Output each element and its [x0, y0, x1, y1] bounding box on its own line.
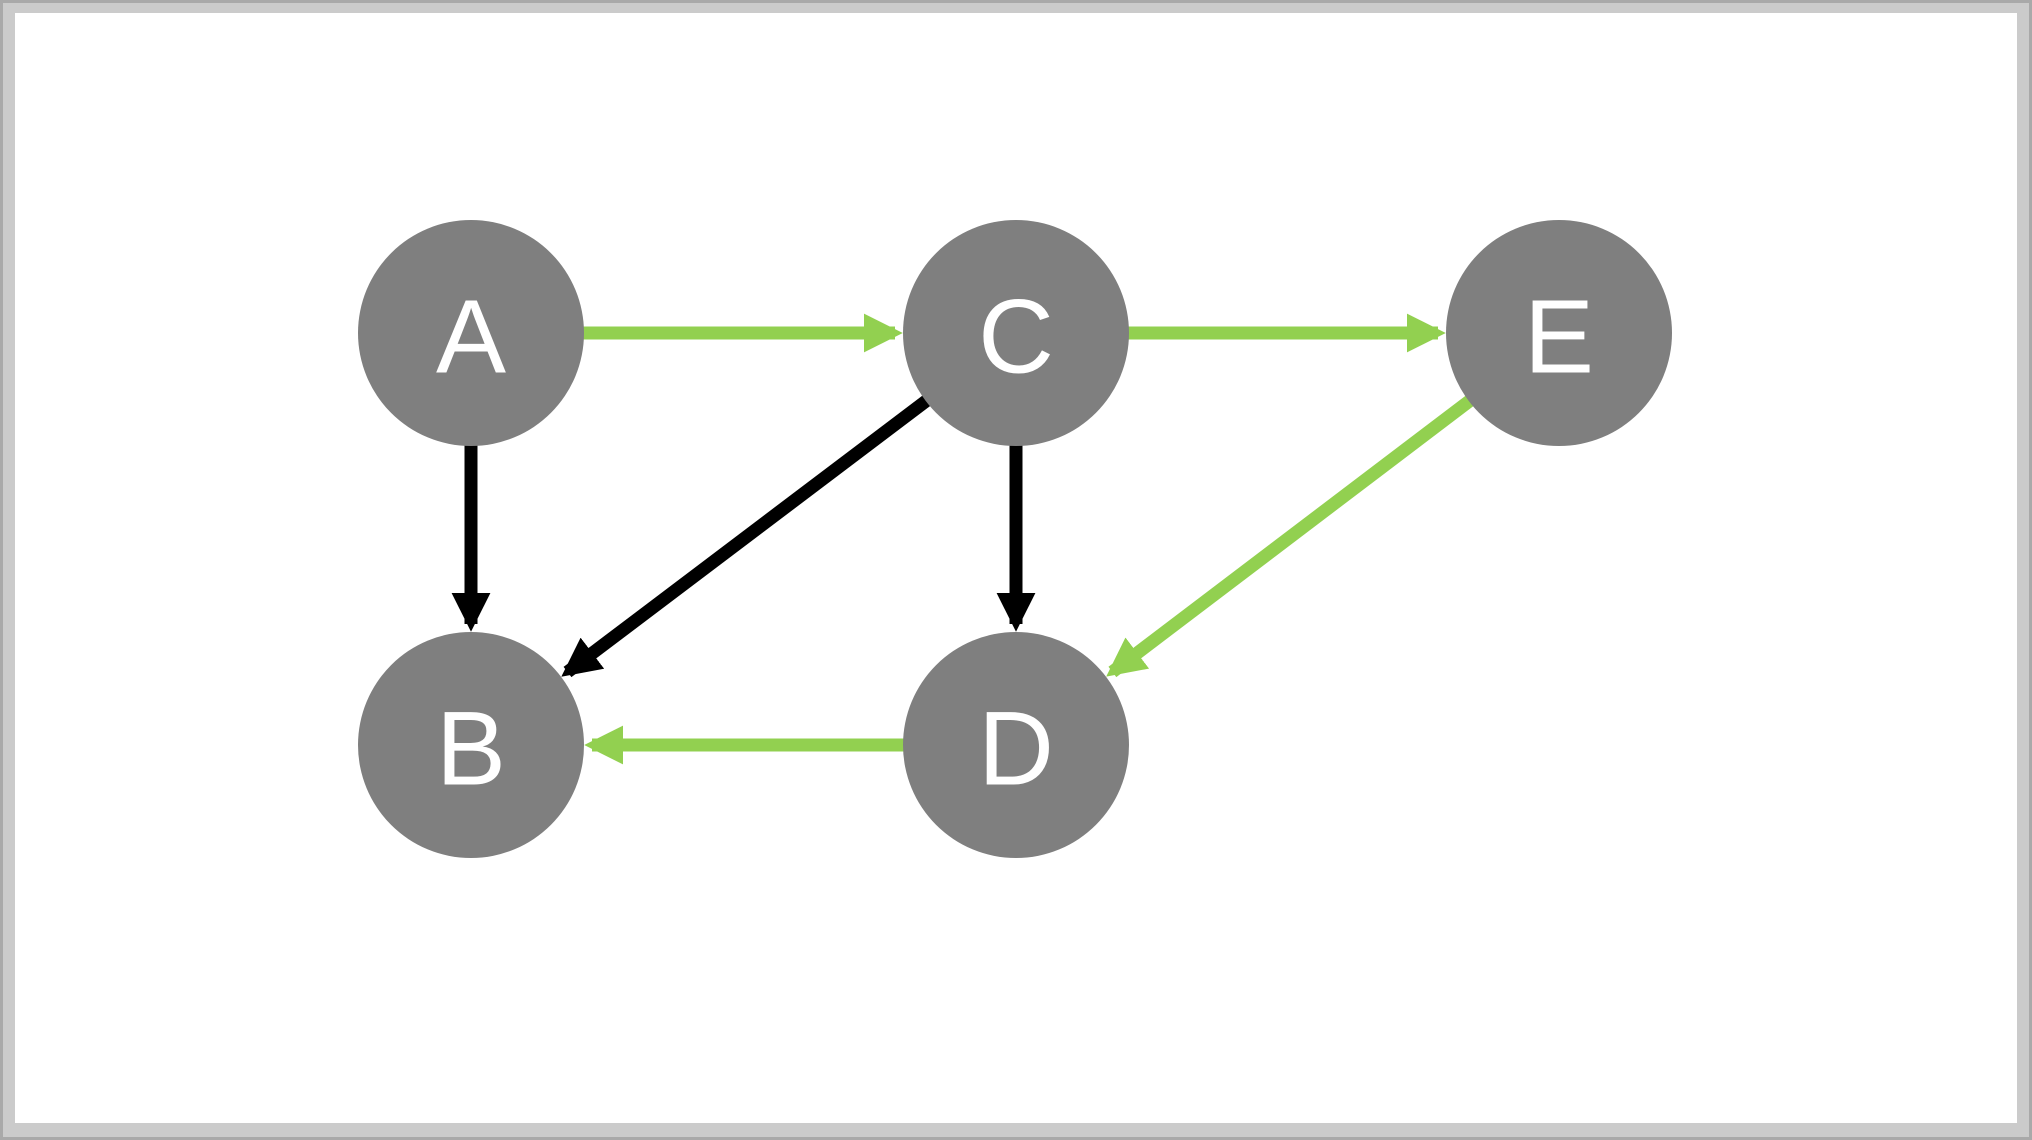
node-A-label: A	[436, 279, 506, 396]
node-B-circle	[358, 632, 584, 858]
node-E-circle	[1446, 220, 1672, 446]
node-E-label: E	[1524, 279, 1594, 396]
node-D-circle	[903, 632, 1129, 858]
node-D-label: D	[978, 691, 1054, 808]
node-B: B	[358, 632, 584, 858]
node-B-label: B	[436, 691, 506, 808]
node-A-circle	[358, 220, 584, 446]
node-C-label: C	[978, 279, 1054, 396]
node-A: A	[358, 220, 584, 446]
node-C: C	[903, 220, 1129, 446]
node-E: E	[1446, 220, 1672, 446]
node-D: D	[903, 632, 1129, 858]
node-C-circle	[903, 220, 1129, 446]
